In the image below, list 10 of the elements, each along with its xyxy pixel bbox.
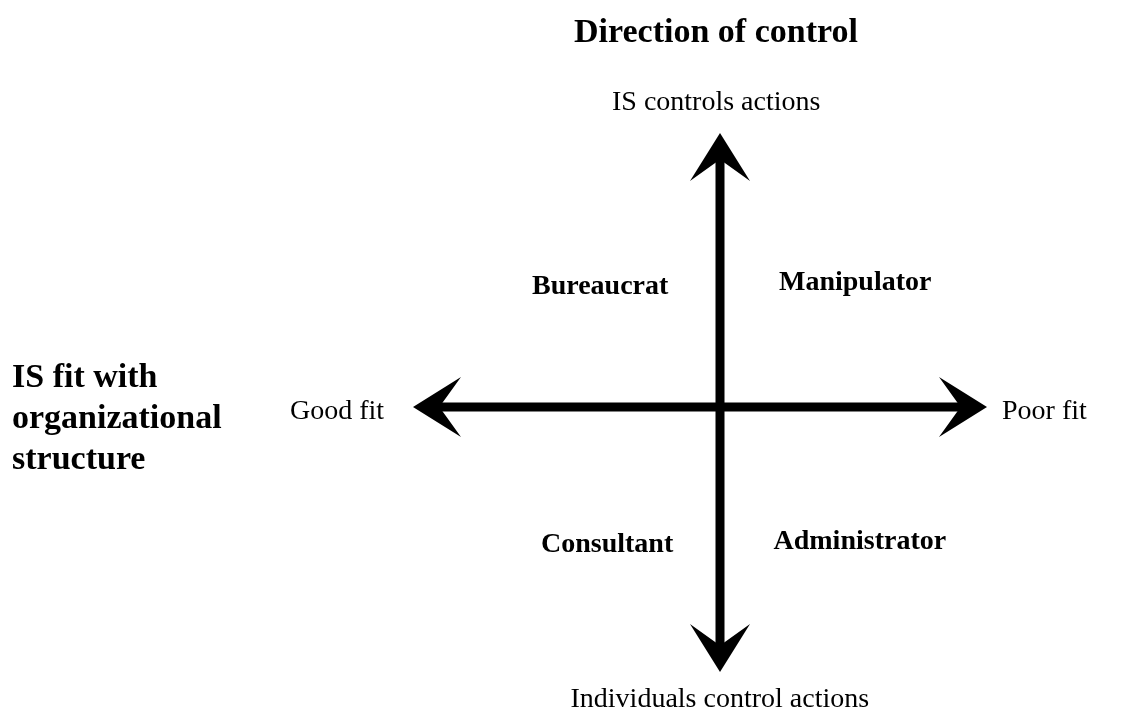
axis-label: Good fit — [290, 394, 385, 426]
heading: Direction of control — [574, 11, 858, 49]
quadrant-label: Consultant — [541, 527, 674, 559]
quadrant-label: Administrator — [773, 524, 947, 556]
axis-label: IS controls actions — [612, 85, 821, 117]
quadrant-label: Manipulator — [779, 265, 932, 297]
axis-label: Poor fit — [1002, 394, 1087, 426]
axis-label: Individuals control actions — [570, 682, 870, 714]
quadrant-label: Bureaucrat — [532, 269, 669, 301]
heading: IS fit with organizational structure — [12, 356, 223, 478]
